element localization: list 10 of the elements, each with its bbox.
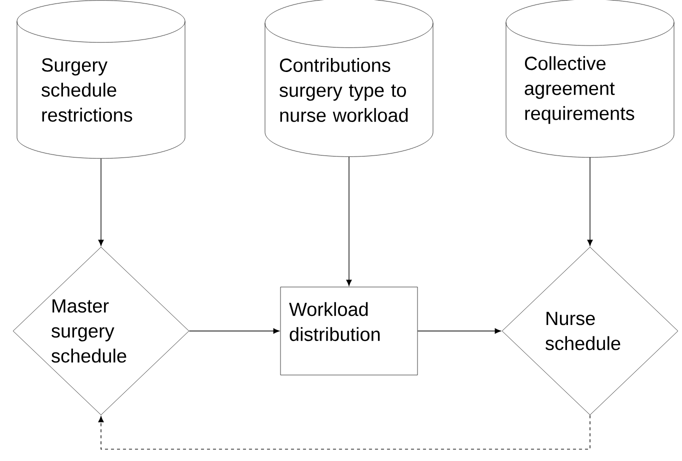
database-cylinder: Collective agreement requirements bbox=[506, 0, 674, 158]
arrow bbox=[417, 328, 501, 334]
arrow bbox=[587, 157, 593, 246]
arrow bbox=[188, 328, 280, 334]
arrow bbox=[98, 414, 590, 450]
arrow bbox=[346, 156, 352, 286]
process-box: Workload distribution bbox=[280, 286, 418, 376]
arrow bbox=[98, 158, 104, 246]
database-cylinder: Surgery schedule restrictions bbox=[16, 0, 186, 159]
database-cylinder: Contributions surgery type to nurse workload bbox=[264, 0, 434, 157]
